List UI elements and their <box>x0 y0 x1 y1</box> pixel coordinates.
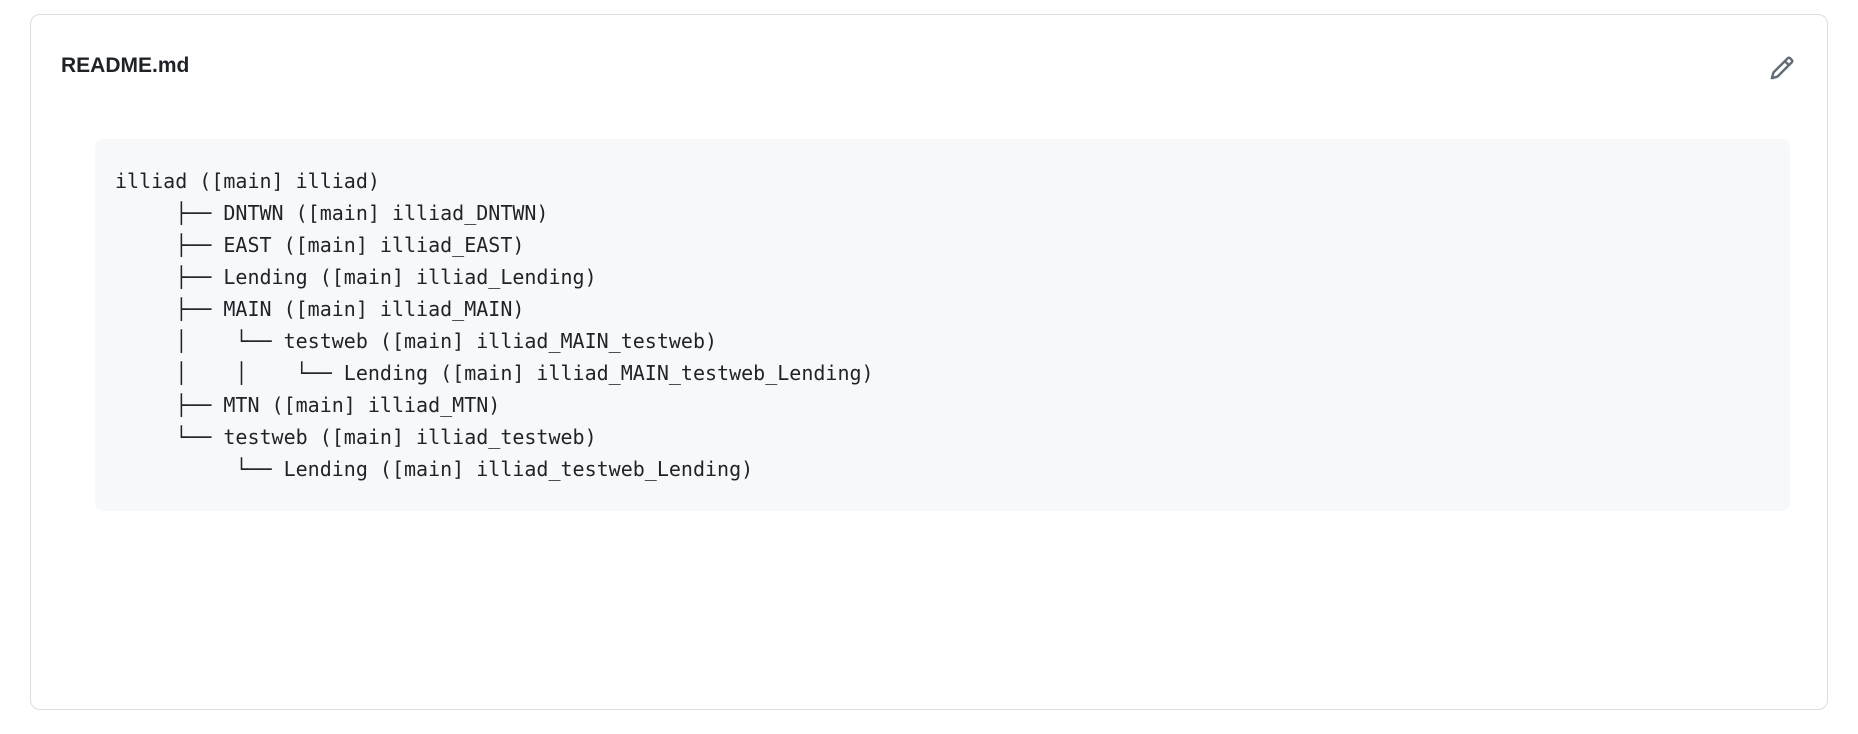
readme-card: README.md illiad ([main] illiad) ├── DNT… <box>30 14 1828 710</box>
readme-header: README.md <box>31 15 1827 83</box>
readme-body: illiad ([main] illiad) ├── DNTWN ([main]… <box>31 83 1827 511</box>
pencil-icon <box>1769 55 1795 81</box>
readme-title: README.md <box>61 54 190 77</box>
edit-readme-button[interactable] <box>1767 53 1797 83</box>
repo-tree-code-block: illiad ([main] illiad) ├── DNTWN ([main]… <box>95 139 1790 511</box>
